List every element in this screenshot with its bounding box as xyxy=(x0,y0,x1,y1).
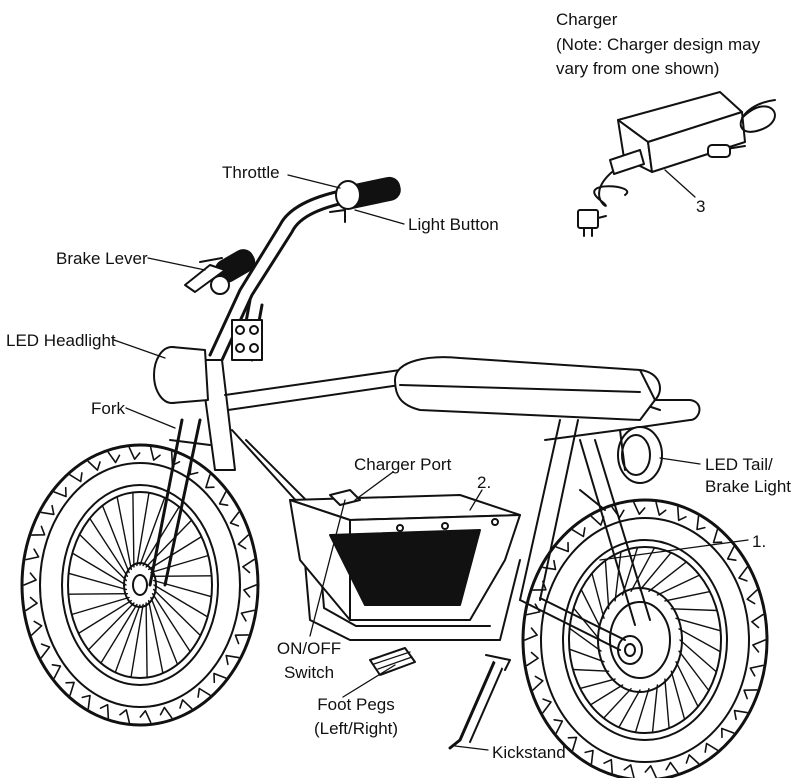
rear-wheel xyxy=(521,498,769,778)
charger-note-line-2: vary from one shown) xyxy=(556,59,720,78)
kickstand xyxy=(448,654,511,750)
kickstand-label: Kickstand xyxy=(492,743,566,762)
led-headlight-label: LED Headlight xyxy=(6,331,116,350)
charger-note-line-1: (Note: Charger design may xyxy=(556,35,761,54)
battery-box xyxy=(289,489,521,621)
seat xyxy=(394,356,661,421)
handlebar xyxy=(184,176,401,362)
fork-label: Fork xyxy=(91,399,125,418)
foot-peg xyxy=(369,647,416,676)
foot-pegs-label-line-2: (Left/Right) xyxy=(313,719,399,738)
brake-lever-label: Brake Lever xyxy=(56,249,148,268)
led-tail-label-line-2: Brake Light xyxy=(705,477,791,496)
charger-port-label: Charger Port xyxy=(354,455,452,474)
onoff-label-line-2: Switch xyxy=(283,663,335,682)
headlight xyxy=(153,346,209,404)
charger-callout-number: 3 xyxy=(696,197,706,216)
charger-title: Charger xyxy=(556,10,618,29)
throttle-label: Throttle xyxy=(222,163,280,182)
light-button-label: Light Button xyxy=(408,215,499,234)
led-tail-label-line-1: LED Tail/ xyxy=(705,455,773,474)
foot-pegs-label-line-1: Foot Pegs xyxy=(317,695,395,714)
leader-lines xyxy=(113,169,749,751)
battery-callout-number: 2. xyxy=(477,473,492,492)
front-wheel xyxy=(20,443,260,727)
tail-light xyxy=(617,426,663,484)
onoff-label-line-1: ON/OFF xyxy=(276,639,342,658)
motor-callout-number: 1. xyxy=(752,532,767,551)
charger-illustration xyxy=(577,91,776,237)
